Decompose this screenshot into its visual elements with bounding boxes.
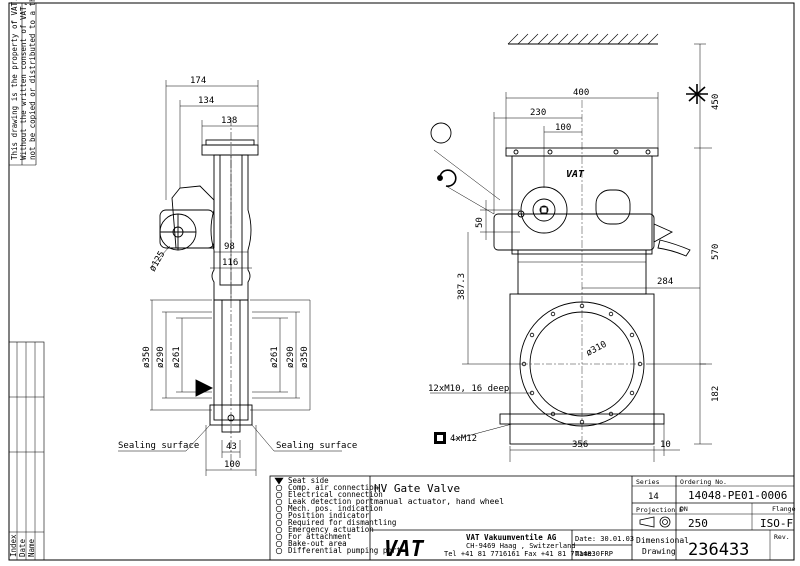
dim-570: 570 [711,244,721,260]
notice-line-3: not be copied or distributed to a third … [28,0,37,160]
dim-134: 134 [198,96,214,106]
thread-callout: 4xM12 [450,434,477,444]
dim-100-bottom: 100 [224,460,240,470]
dim-350-left: ø350 [142,346,152,368]
drawing-subtitle: manual actuator, hand wheel [374,497,504,506]
dim-116: 116 [222,258,238,268]
doc-type-2: Drawing [642,547,676,556]
sealing-surface-left: Sealing surface [118,441,199,451]
series-value: 14 [648,492,659,502]
front-view: VAT [430,33,712,462]
date-field: Date: 30.01.03 [575,535,634,543]
legend-item-seat-side: Seat side [288,476,329,485]
dim-43: 43 [226,442,237,452]
title-block-text: HV Gate Valve manual actuator, hand whee… [374,478,796,562]
dim-182: 182 [711,386,721,402]
dim-387: 387.3 [457,273,467,300]
legend: Seat side Comp. air connection Electrica… [288,476,401,555]
dim-290-left: ø290 [156,346,166,368]
legend-item-bakeout: Bake-out area [288,539,347,548]
body-logo: VAT [566,169,585,180]
legend-item-mech: Mech. pos. indication [288,504,383,513]
legend-item-attachment: For attachment [288,532,351,541]
title-block [269,475,795,561]
dim-290-right: ø290 [286,346,296,368]
legend-item-emergency: Emergency actuation [288,525,374,534]
dim-174: 174 [190,76,206,86]
front-view-dimensions: 400 230 100 450 570 50 387.3 284 ø310 18… [428,88,721,450]
dim-350-right: ø350 [300,346,310,368]
dn-value: 250 [688,517,708,530]
ordering-value: 14048-PE01-0006 [688,489,787,502]
dim-138: 138 [221,116,237,126]
flange-value: ISO-F [760,517,793,530]
dim-450: 450 [711,94,721,110]
series-label: Series [636,478,660,486]
legend-item-leak: Leak detection port [288,497,374,506]
rotation-symbol [439,169,457,187]
company-logo: VAT [384,537,424,562]
dim-356: 356 [572,440,588,450]
doc-type-1: Dimensional [636,536,689,545]
notice-line-1: This drawing is the property of VAT. [10,0,19,160]
dim-261-left: ø261 [172,346,182,368]
dim-400: 400 [573,88,589,98]
flange-label: Flange [772,505,796,513]
dim-50: 50 [475,217,485,228]
drawing-number: 236433 [688,540,749,560]
legend-item-air: Comp. air connection [288,483,378,492]
projection-label: Projection E [636,506,683,514]
company-address: CH-9469 Haag , Switzerland [466,542,576,550]
seat-side-arrow [195,379,214,397]
front-handwheel [520,186,568,234]
side-view [118,80,342,476]
rev-label-date: Date [18,538,27,557]
rev-label: Rev. [774,533,790,541]
name-field: Name: FRP [575,550,613,558]
dim-284: 284 [657,277,673,287]
projection-symbol [639,516,655,528]
ordering-label: Ordering No. [680,478,727,486]
drawing-title: HV Gate Valve [374,482,460,495]
dim-98: 98 [224,242,235,252]
legend-item-electrical: Electrical connection [288,490,383,499]
holes-callout: 12xM10, 16 deep [428,384,509,394]
dim-230: 230 [530,108,546,118]
legend-item-dismantling: Required for dismantling [288,518,396,527]
notice-line-2: Without the written consent of VAT, it m… [19,0,28,160]
dim-100-top: 100 [555,123,571,133]
dim-310: ø310 [585,340,609,359]
legend-item-pumping: Differential pumping port [288,546,401,555]
dim-10: 10 [660,440,671,450]
property-notice: This drawing is the property of VAT. Wit… [9,0,37,166]
dn-label: DN [680,505,688,513]
company-name: VAT Vakuumventile AG [466,533,557,542]
dim-125: ø125 [148,250,168,274]
legend-item-position: Position indicator [288,511,370,520]
star-symbol [686,84,708,104]
rev-label-index: Index [9,534,18,557]
sealing-surface-right: Sealing surface [276,441,357,451]
dim-261-right: ø261 [270,346,280,368]
rev-label-name: Name [27,538,36,557]
company-phone: Tel +41 81 7716161 Fax +41 81 7714830 [444,550,600,558]
side-view-dimensions: 174 134 138 98 116 ø125 ø350 ø290 ø261 ø… [118,76,357,470]
revision-strip: Index Date Name [8,341,45,561]
